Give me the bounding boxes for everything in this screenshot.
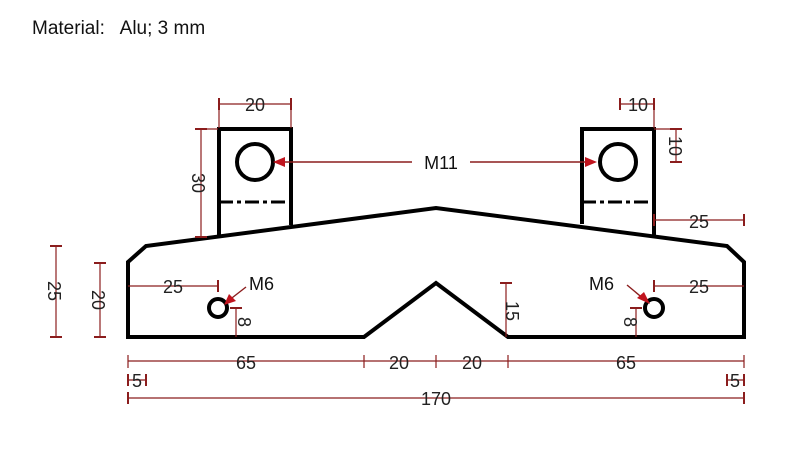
dim-seg1: 65 (236, 353, 256, 373)
dim-side-height: 20 (88, 290, 108, 310)
m6-right-arrow (637, 292, 650, 304)
dimensions: 20 10 10 30 25 25 20 25 25 8 8 (44, 95, 746, 409)
left-m11-hole (235, 142, 275, 182)
dim-right-hole-y: 8 (620, 317, 640, 327)
dim-tab-left-height: 30 (188, 173, 208, 193)
main-body-outline (126, 205, 746, 339)
label-m6-left: M6 (249, 274, 274, 294)
right-tab-outline (580, 127, 656, 236)
dim-seg4: 65 (616, 353, 636, 373)
dim-seg2: 20 (389, 353, 409, 373)
left-m6-hole (207, 297, 229, 319)
dim-notch-depth: 15 (502, 301, 522, 321)
dim-chamfer-left: 5 (132, 371, 142, 391)
left-tab-outline (217, 127, 293, 237)
dim-overall-height: 25 (44, 281, 64, 301)
m11-arrow-right (585, 157, 597, 167)
material-note: Material: Alu; 3 mm (32, 18, 205, 40)
dim-seg3: 20 (462, 353, 482, 373)
dim-right-hole-x: 25 (689, 277, 709, 297)
material-label: Material: (32, 18, 105, 39)
label-m6-right: M6 (589, 274, 614, 294)
dim-tab-right-hole: 10 (665, 136, 685, 156)
dim-right-offset-top: 25 (689, 212, 709, 232)
dim-chamfer-right: 5 (730, 371, 740, 391)
material-value: Alu; 3 mm (119, 18, 206, 39)
m6-left-arrow (224, 294, 236, 305)
right-m11-hole (598, 142, 638, 182)
label-m11: M11 (424, 153, 458, 173)
dim-left-hole-x: 25 (163, 277, 183, 297)
dim-tab-right-width: 10 (628, 95, 648, 115)
dim-tab-left-width: 20 (245, 95, 265, 115)
callouts: M11 M6 M6 (224, 153, 650, 305)
m11-arrow-left (273, 157, 285, 167)
dim-total: 170 (421, 389, 451, 409)
dim-left-hole-y: 8 (234, 317, 254, 327)
